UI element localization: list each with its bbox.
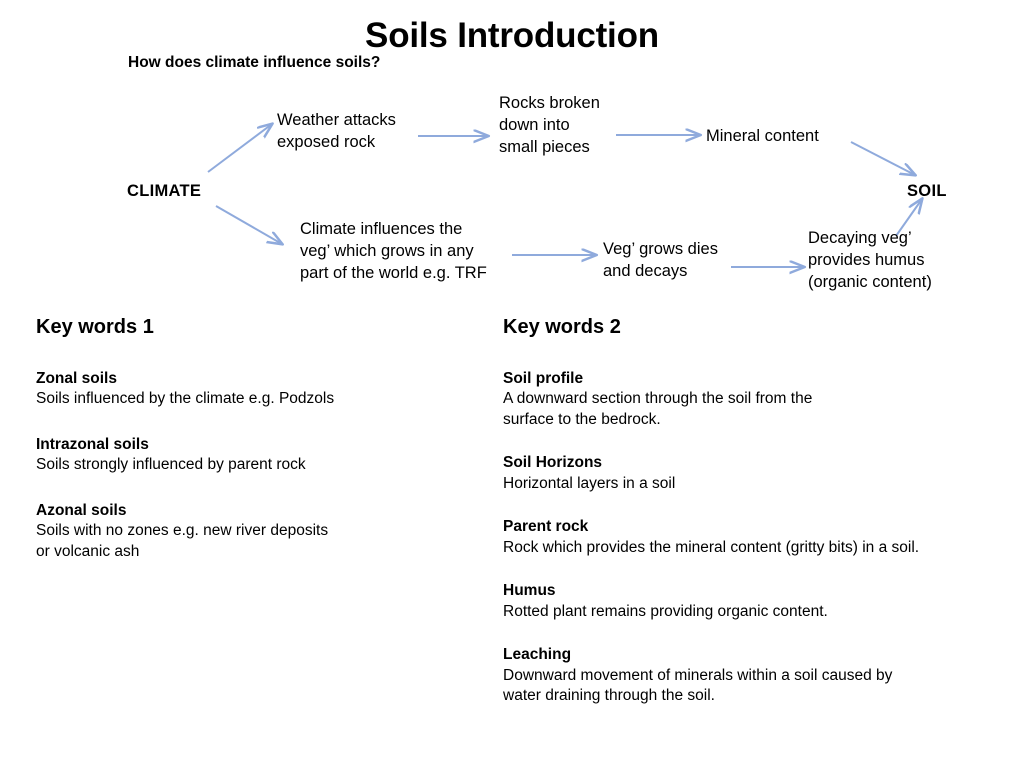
key-word-definition: A downward section through the soil from… (503, 390, 813, 428)
key-words-2-column: Key words 2 Soil profile A downward sect… (503, 315, 1013, 729)
arrow-climate-to-veg (215, 205, 282, 244)
node-climate-influences-veg: Climate influences the veg’ which grows … (300, 220, 487, 282)
page-title: Soils Introduction (365, 16, 659, 55)
key-words-2-heading: Key words 2 (503, 316, 621, 338)
node-weather-attacks: Weather attacks exposed rock (277, 111, 396, 151)
key-word-term: Zonal soils (36, 370, 117, 387)
key-word-term: Parent rock (503, 518, 589, 536)
key-word-definition: Soils strongly influenced by parent rock (36, 456, 306, 474)
key-word-term: Soil profile (503, 370, 584, 387)
key-words-1-heading: Key words 1 (36, 316, 154, 338)
key-word-entry: Zonal soils Soils influenced by the clim… (36, 369, 476, 410)
subtitle: How does climate influence soils? (128, 54, 381, 71)
climate-soil-flow-diagram: CLIMATE Weather attacks exposed rock Roc… (0, 80, 1024, 315)
key-word-definition: Rock which provides the mineral content … (503, 538, 920, 556)
key-word-definition: Downward movement of minerals within a s… (503, 666, 893, 704)
key-words-1-column: Key words 1 Zonal soils Soils influenced… (36, 315, 476, 587)
diagram-arrow-layer (207, 80, 1024, 315)
arrow-mineral-to-soil (850, 141, 915, 175)
key-word-entry: Intrazonal soils Soils strongly influenc… (36, 435, 476, 476)
node-climate: CLIMATE (127, 182, 202, 200)
key-word-entry: Azonal soils Soils with no zones e.g. ne… (36, 501, 476, 562)
key-word-definition: Soils influenced by the climate e.g. Pod… (36, 390, 335, 408)
arrow-decaying-to-soil (895, 199, 922, 237)
key-word-entry: Humus Rotted plant remains providing org… (503, 581, 1013, 622)
key-word-entry: Leaching Downward movement of minerals w… (503, 645, 1013, 706)
node-veg-grows-dies: Veg’ grows dies and decays (603, 240, 718, 280)
node-soil: SOIL (907, 182, 947, 200)
key-word-definition: Horizontal layers in a soil (503, 474, 676, 492)
node-decaying-veg: Decaying veg’ provides humus (organic co… (808, 229, 932, 291)
key-word-term: Leaching (503, 646, 572, 664)
node-rocks-broken: Rocks broken down into small pieces (499, 94, 600, 156)
key-word-term: Intrazonal soils (36, 435, 149, 453)
node-mineral-content: Mineral content (706, 127, 819, 145)
arrow-climate-to-weather (207, 124, 272, 173)
key-word-entry: Soil Horizons Horizontal layers in a soi… (503, 453, 1013, 494)
key-word-definition: Rotted plant remains providing organic c… (503, 602, 828, 620)
key-word-entry: Parent rock Rock which provides the mine… (503, 517, 1013, 558)
key-word-term: Soil Horizons (503, 454, 603, 472)
key-word-definition: Soils with no zones e.g. new river depos… (36, 522, 329, 560)
key-word-term: Azonal soils (36, 501, 127, 519)
key-word-term: Humus (503, 582, 556, 600)
key-word-entry: Soil profile A downward section through … (503, 369, 1013, 430)
